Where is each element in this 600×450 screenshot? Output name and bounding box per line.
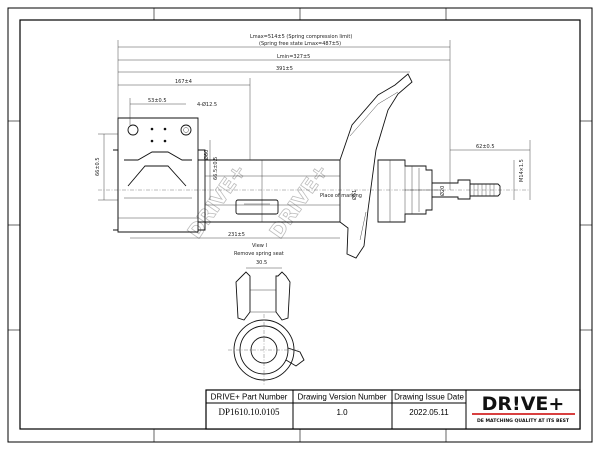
view-label: View I [252, 243, 267, 249]
sheet-outer-frame [7, 7, 593, 443]
view-i-bracket-detail [228, 267, 305, 386]
brand-logo: DR!VE+ [482, 393, 565, 415]
dim-66-left: 66±0.5 [95, 157, 101, 176]
watermark-text: DRIVE+ [264, 159, 333, 243]
dim-lmin: Lmin=327±5 [277, 54, 310, 60]
dim-231: 231±5 [228, 232, 245, 238]
strut-tube [198, 159, 341, 223]
sheet-inner-frame [19, 19, 581, 430]
dim-phi20: Ø20 [439, 186, 446, 196]
dim-phi60: Ø60 [203, 150, 210, 160]
part-number-header: DRIVE+ Part Number [211, 393, 288, 402]
spring-seat [339, 73, 413, 259]
dim-4-holes: 4-Ø12.5 [197, 101, 217, 108]
issue-date-value: 2022.05.11 [409, 408, 449, 417]
frame-zone-ticks [8, 8, 592, 442]
marking-plate [235, 199, 279, 215]
dimension-lines [98, 40, 531, 239]
brand-tagline: DE MATCHING QUALITY AT ITS BEST [477, 418, 570, 424]
piston-rod [432, 179, 501, 200]
strut-mounting-bracket [113, 117, 206, 233]
dim-66-right: 66.5±0.5 [213, 157, 219, 180]
dim-lmax: Lmax=514±5 (Spring compression limit) [250, 34, 352, 40]
view-note: Remove spring seat [234, 251, 284, 257]
issue-date-header: Drawing Issue Date [394, 393, 464, 402]
dim-53: 53±0.5 [148, 98, 167, 104]
dim-30-5: 30.5 [256, 260, 267, 266]
place-of-marking-label: Place of marking [320, 193, 362, 199]
dim-391: 391±5 [276, 66, 293, 72]
upper-strut-mount [377, 159, 433, 223]
dim-167: 167±4 [175, 79, 192, 85]
version-value: 1.0 [336, 408, 348, 417]
dim-spring-free: (Spring free state Lmax=487±5) [259, 41, 341, 47]
part-number-value: DP1610.10.0105 [218, 407, 280, 417]
version-header: Drawing Version Number [298, 393, 387, 402]
dim-thread: M14×1.5 [519, 159, 525, 182]
title-block: DRIVE+ Part Number Drawing Version Numbe… [205, 389, 581, 430]
dim-62: 62±0.5 [476, 144, 495, 150]
dimension-texts: Lmax=514±5 (Spring compression limit) (S… [95, 34, 525, 266]
dim-phi51: Ø51 [351, 190, 358, 200]
